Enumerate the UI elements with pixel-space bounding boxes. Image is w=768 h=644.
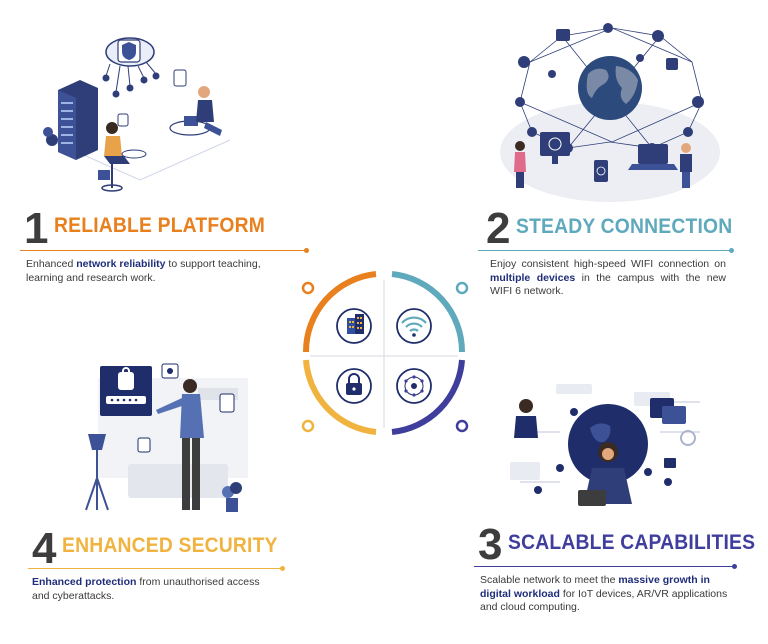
login-lock-icon [100, 366, 152, 416]
section-rule-4 [28, 566, 285, 571]
section-desc-3: Scalable network to meet the massive gro… [480, 574, 728, 613]
section-rule-1 [20, 248, 309, 253]
laptop-icon [628, 144, 678, 170]
globe-icon [578, 56, 642, 120]
wifi-icon [396, 308, 432, 344]
iot-network-icon [396, 368, 432, 404]
server-rack-icon [58, 80, 98, 160]
arc-orange [302, 271, 377, 353]
section-desc-2: Enjoy consistent high-speed WIFI connect… [490, 258, 726, 297]
section-desc-4: Enhanced protection from unauthorised ac… [32, 576, 260, 602]
section-title-1: RELIABLE PLATFORM [54, 214, 265, 237]
arc-teal [391, 271, 466, 353]
section-title-4: ENHANCED SECURITY [62, 534, 278, 557]
lock-icon [336, 368, 372, 404]
corner-ring-top-left [301, 281, 315, 295]
steady-connection-illustration [500, 23, 720, 202]
phone-icon [594, 160, 608, 182]
section-title-2: STEADY CONNECTION [516, 215, 733, 238]
section-desc-1: Enhanced network reliability to support … [26, 258, 261, 284]
corner-ring-top-right [455, 281, 469, 295]
enhanced-security-illustration [85, 363, 248, 512]
section-number-4: 4 [32, 524, 57, 573]
reliable-platform-illustration [43, 37, 231, 192]
building-icon [336, 308, 372, 344]
section-number-1: 1 [24, 204, 49, 253]
section-rule-2 [478, 248, 734, 253]
cloud-icon [105, 37, 155, 67]
monitor-icon [540, 132, 570, 164]
section-rule-3 [474, 564, 737, 569]
arc-indigo [391, 359, 465, 435]
center-wheel [301, 271, 469, 435]
arc-gold [303, 359, 377, 435]
scalable-capabilities-illustration [510, 384, 700, 506]
section-title-3: SCALABLE CAPABILITIES [508, 531, 756, 554]
section-number-2: 2 [486, 204, 511, 253]
section-number-3: 3 [478, 520, 503, 569]
corner-ring-bottom-right [455, 419, 469, 433]
corner-ring-bottom-left [301, 419, 315, 433]
